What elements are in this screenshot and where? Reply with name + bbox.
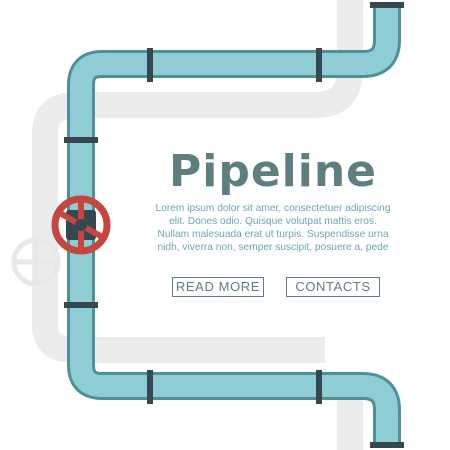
flange-bottom-left — [147, 370, 153, 404]
flange-left-upper — [64, 137, 98, 143]
description-line: Nullam malesuada erat ut turpis. Suspend… — [157, 229, 389, 240]
flange-top-end — [370, 2, 404, 8]
contacts-button[interactable]: CONTACTS — [286, 277, 380, 297]
valve-wheel-icon[interactable] — [51, 195, 111, 255]
flange-bottom-end — [370, 442, 404, 448]
hero-description: Lorem ipsum dolor sit amer, consectetuer… — [152, 202, 394, 254]
flange-bottom-right — [316, 370, 322, 404]
flange-top-left — [147, 48, 153, 82]
read-more-button[interactable]: READ MORE — [172, 277, 264, 297]
description-line: nidh, viverra non, semper suscipit, posu… — [157, 242, 389, 253]
page-title: Pipeline — [169, 146, 377, 197]
shadow-valve — [11, 237, 61, 287]
description-line: Lorem ipsum dolor sit amer, consectetuer… — [155, 203, 391, 214]
hero-content: Pipeline Lorem ipsum dolor sit amer, con… — [152, 146, 394, 254]
cta-buttons: READ MORE CONTACTS — [172, 277, 380, 297]
description-line: elit. Dones odio. Quisque volutpat matti… — [169, 216, 377, 227]
flange-left-lower — [64, 302, 98, 308]
pipe-flanges — [64, 2, 404, 448]
flange-top-right — [316, 48, 322, 82]
